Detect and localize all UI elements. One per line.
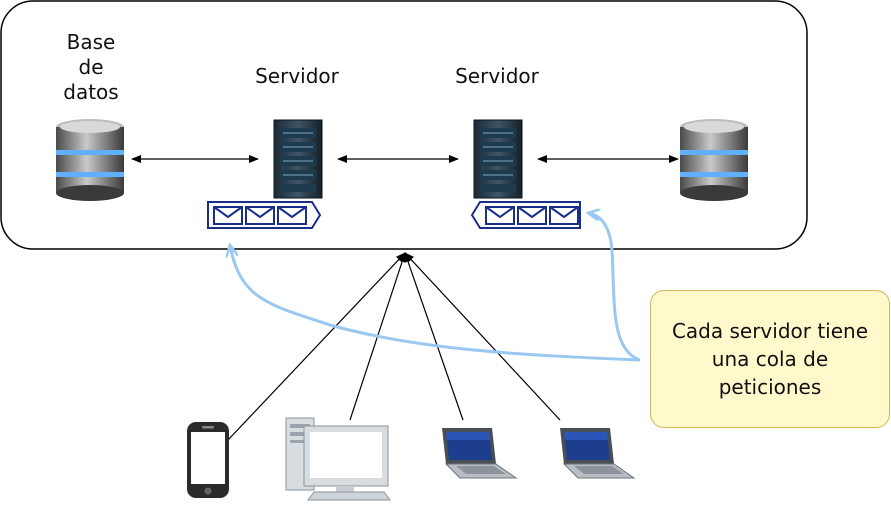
database-label-line: datos: [63, 80, 119, 104]
server-icon: [473, 119, 523, 199]
database-label: Base de datos: [46, 30, 136, 105]
server-icon: [273, 119, 323, 199]
server-label-right: Servidor: [455, 64, 539, 88]
callout-line: una cola de: [711, 347, 829, 371]
database-label-line: de: [78, 55, 104, 79]
callout-line: peticiones: [718, 375, 822, 399]
callout-pointers: [230, 213, 641, 362]
laptop-icon: [560, 428, 636, 479]
laptop-icon: [442, 428, 518, 479]
pointer-left-queue: [230, 245, 641, 362]
desktop-computer-icon: [285, 417, 391, 501]
database-icon: [680, 119, 748, 201]
callout-line: Cada servidor tiene: [671, 319, 869, 343]
message-queue-icon: [470, 201, 581, 229]
datacenter-box: [0, 0, 808, 250]
client-connections: [227, 252, 561, 441]
server-label-left: Servidor: [255, 64, 339, 88]
database-icon: [56, 119, 124, 201]
database-label-line: Base: [66, 30, 116, 54]
smartphone-icon: [187, 422, 229, 498]
pointer-right-queue: [588, 213, 641, 362]
message-queue-icon: [207, 201, 322, 229]
callout-note: Cada servidor tiene una cola de peticion…: [650, 290, 890, 428]
